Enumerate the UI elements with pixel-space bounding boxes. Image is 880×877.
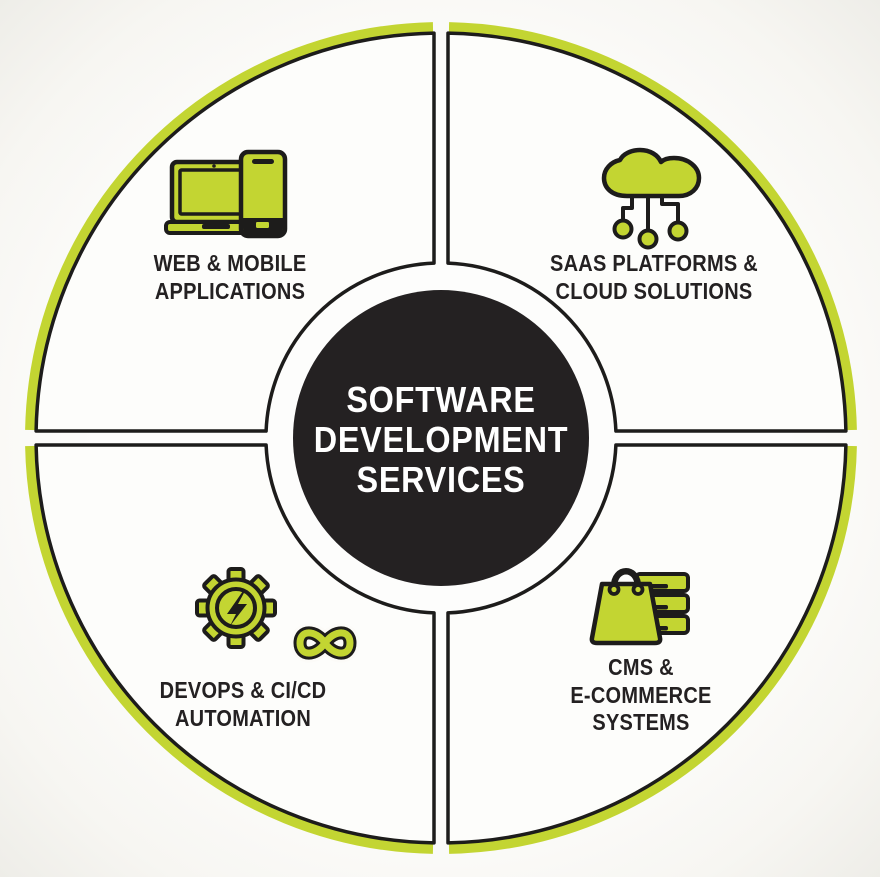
network-node-left <box>612 218 634 240</box>
shopping-bag-servers-icon <box>589 568 690 646</box>
phone-body <box>238 149 288 239</box>
node-connector-right <box>660 194 680 224</box>
gear-lightning-infinity-icon <box>195 567 360 663</box>
lightning-bolt <box>227 591 247 626</box>
bag-eyelet-left <box>607 583 621 596</box>
network-node-right <box>667 220 689 242</box>
bag-eyelet-right <box>631 583 645 596</box>
outer-ring-arc-top-left <box>25 22 434 431</box>
node-connector-left <box>621 194 634 222</box>
laptop-camera-dot <box>212 164 216 168</box>
outer-ring-arc-top-right <box>448 22 857 431</box>
phone-speaker <box>252 159 274 164</box>
cloud-shape <box>601 147 702 199</box>
laptop-display <box>178 168 250 216</box>
laptop-base-notch <box>202 224 230 229</box>
infinity-loop <box>296 629 354 657</box>
bag-body <box>589 581 663 646</box>
outer-ring-arc-bottom-left <box>25 445 434 854</box>
outer-ring-arc-bottom-right <box>448 445 857 854</box>
network-node-center <box>637 228 659 250</box>
center-circle <box>293 290 589 586</box>
outer-ring-band <box>25 22 857 854</box>
laptop-phone-icon <box>164 149 288 239</box>
phone-home-button <box>256 222 269 228</box>
cloud-network-icon <box>601 147 702 250</box>
